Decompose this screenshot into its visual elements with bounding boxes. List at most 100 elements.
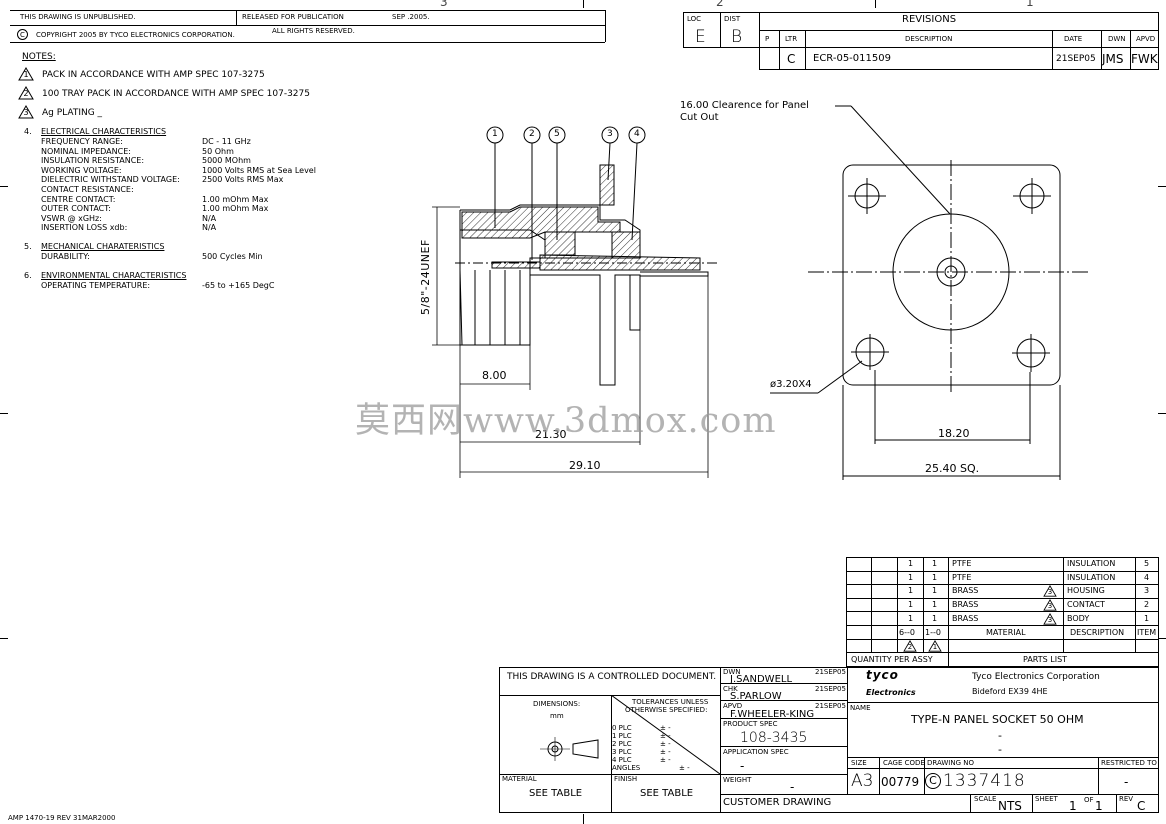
note-flag-icon: 3 xyxy=(18,105,34,119)
plan-view xyxy=(770,105,1090,480)
qty-cell: 1 xyxy=(932,559,938,568)
material-cell: BRASS xyxy=(952,614,979,623)
note-flag-icon: 2 xyxy=(903,640,917,652)
chk-label: CHK xyxy=(723,685,738,693)
dwn-name: J.SANDWELL xyxy=(730,674,793,685)
thread-callout: 5/8"-24UNEF xyxy=(419,239,432,315)
rev-date: 21SEP05 xyxy=(1056,54,1096,64)
plc-tolerance: ± - xyxy=(660,732,671,740)
material-label: MATERIAL xyxy=(502,775,537,783)
product-spec-label: PRODUCT SPEC xyxy=(723,720,778,728)
spec-label: OUTER CONTACT: xyxy=(41,204,111,214)
projection-symbol-icon xyxy=(518,735,608,763)
size-value: A3 xyxy=(851,771,874,791)
dimension-8: 8.00 xyxy=(482,369,507,382)
rev-dwn: JMS xyxy=(1102,52,1124,66)
item-cell: 2 xyxy=(1144,600,1150,609)
spec-value: -65 to +165 DegC xyxy=(202,281,275,290)
spec-label: DIELECTRIC WITHSTAND VOLTAGE: xyxy=(41,175,180,185)
qty-cell: 1 xyxy=(932,614,938,623)
chk-date: 21SEP05 xyxy=(815,685,846,693)
customer-drawing: CUSTOMER DRAWING xyxy=(723,797,832,808)
sheet-label: SHEET xyxy=(1035,795,1058,803)
spec-value: N/A xyxy=(202,223,217,233)
description-header: DESCRIPTION xyxy=(1070,628,1125,637)
apvd-date: 21SEP05 xyxy=(815,702,846,710)
spec-value: 5000 MOhm xyxy=(202,156,251,166)
tolerance-diagonal xyxy=(611,695,720,774)
finish-label: FINISH xyxy=(614,775,638,783)
copyright-text: COPYRIGHT 2005 BY TYCO ELECTRONICS CORPO… xyxy=(36,31,235,39)
controlled-document: THIS DRAWING IS A CONTROLLED DOCUMENT. xyxy=(507,672,717,682)
rev-header-date: DATE xyxy=(1064,35,1083,43)
side-dimensions xyxy=(432,206,709,478)
dist-value: B xyxy=(731,27,743,47)
name-label: NAME xyxy=(850,704,871,712)
footer-form-number: AMP 1470-19 REV 31MAR2000 xyxy=(8,814,116,822)
angles-tolerance: ± - xyxy=(679,764,690,772)
restricted-value: - xyxy=(1124,775,1129,789)
chk-name: S.PARLOW xyxy=(730,691,782,702)
rev-value: C xyxy=(1137,799,1146,813)
spec-value: 50 Ohm xyxy=(202,146,234,156)
section-number: 5. xyxy=(24,242,32,251)
of-label: OF xyxy=(1084,796,1094,804)
spec-value: 500 Cycles Min xyxy=(202,252,263,261)
spec-label: CONTACT RESISTANCE: xyxy=(41,185,134,194)
weight-value: - xyxy=(790,780,795,794)
plc-tolerance: ± - xyxy=(660,724,671,732)
drawing-prefix-icon: C xyxy=(925,773,941,789)
loc-label: LOC xyxy=(687,15,702,23)
spec-label: NOMINAL IMPEDANCE: xyxy=(41,146,131,156)
item-balloon-4 xyxy=(628,126,646,144)
dimension-29: 29.10 xyxy=(569,459,601,472)
sheet-of-value: 1 xyxy=(1095,799,1103,813)
tolerances-label-2: OTHERWISE SPECIFIED: xyxy=(625,706,708,714)
dimensions-label: DIMENSIONS: xyxy=(533,700,581,708)
note-flag-icon: 1 xyxy=(18,67,34,81)
hole-callout: ø3.20X4 xyxy=(770,379,812,390)
scale-value: NTS xyxy=(998,799,1022,813)
spec-value: DC - 11 GHz xyxy=(202,137,251,146)
title-dash: - xyxy=(998,729,1002,742)
spec-label: CENTRE CONTACT: xyxy=(41,194,116,204)
plc-tolerance: ± - xyxy=(660,740,671,748)
weight-label: WEIGHT xyxy=(723,776,752,784)
note-text: PACK IN ACCORDANCE WITH AMP SPEC 107-327… xyxy=(42,70,265,80)
rights-reserved: ALL RIGHTS RESERVED. xyxy=(272,27,355,35)
tyco-logo: tyco xyxy=(866,668,899,682)
item-balloon-1 xyxy=(486,126,504,144)
plc-tolerance: ± - xyxy=(660,748,671,756)
spec-label: VSWR @ xGHz: xyxy=(41,213,102,223)
plc-tolerance: ± - xyxy=(660,756,671,764)
item-cell: 3 xyxy=(1144,586,1150,595)
qty-cell: 1 xyxy=(908,559,914,568)
plc-label: 2 PLC xyxy=(612,740,632,748)
rev-letter: C xyxy=(787,52,796,66)
dimension-21: 21.30 xyxy=(535,428,567,441)
item-header: ITEM xyxy=(1137,628,1157,637)
qty-cell: 1 xyxy=(908,600,914,609)
finish-value: SEE TABLE xyxy=(640,788,694,799)
application-spec: - xyxy=(740,759,745,773)
spec-value: 1000 Volts RMS at Sea Level xyxy=(202,165,316,175)
material-header: MATERIAL xyxy=(986,628,1026,637)
item-cell: 1 xyxy=(1144,614,1150,623)
release-date: SEP .2005. xyxy=(392,13,430,21)
tolerances-label: TOLERANCES UNLESS xyxy=(632,698,709,706)
notes-title: NOTES: xyxy=(22,52,56,62)
material-cell: BRASS xyxy=(952,586,979,595)
rev-header-description: DESCRIPTION xyxy=(905,35,953,43)
material-cell: PTFE xyxy=(952,573,972,582)
plc-label: 3 PLC xyxy=(612,748,632,756)
material-value: SEE TABLE xyxy=(529,788,583,799)
dist-label: DIST xyxy=(724,15,741,23)
zone-number: 3 xyxy=(440,0,448,9)
description-cell: HOUSING xyxy=(1067,586,1105,595)
drawing-title: TYPE-N PANEL SOCKET 50 OHM xyxy=(911,713,1084,726)
clearance-note-2: Cut Out xyxy=(680,112,719,123)
note-flag-icon: 3 xyxy=(1043,585,1057,597)
clearance-note: 16.00 Clearence for Panel xyxy=(680,100,809,111)
description-cell: INSULATION xyxy=(1067,573,1116,582)
rev-apvd: FWK xyxy=(1131,52,1158,66)
